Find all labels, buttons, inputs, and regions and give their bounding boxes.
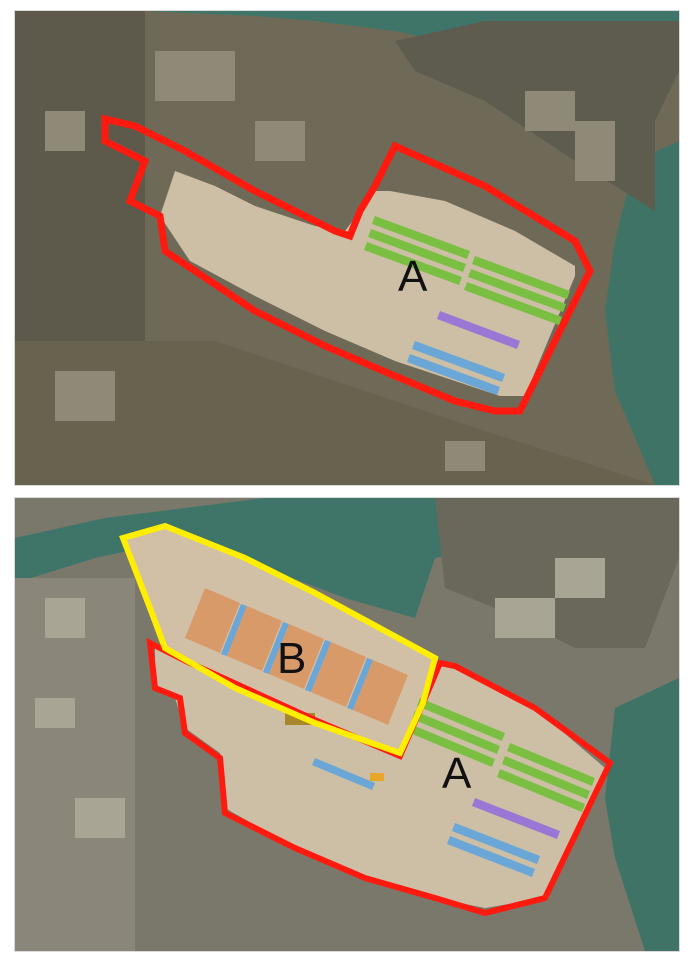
zone-a-boundary	[101, 114, 594, 415]
blue-stalls-b	[221, 604, 373, 710]
zone-a-label-2: A	[442, 749, 472, 798]
purple-stalls-2	[472, 798, 560, 839]
water-right	[605, 141, 679, 485]
industrial-left-2	[15, 578, 135, 951]
purple-stalls	[437, 311, 520, 349]
zone-b-boundary	[119, 522, 439, 757]
green-stalls-2	[407, 698, 595, 812]
buildings-2	[35, 558, 605, 838]
green-stalls	[364, 216, 570, 325]
map-after-svg: B A	[15, 498, 679, 951]
aerial-map-after: B A	[14, 497, 680, 952]
building-orange	[370, 773, 384, 781]
blue-stalls	[407, 341, 505, 395]
industrial-bottom	[15, 341, 655, 485]
aerial-map-before: A	[14, 10, 680, 486]
site-a-fill	[160, 171, 575, 396]
orange-stalls	[185, 588, 408, 725]
zone-b-label: B	[277, 634, 306, 683]
water-right-2	[605, 678, 679, 951]
blue-stalls-2	[312, 758, 540, 877]
buildings	[45, 51, 615, 471]
zone-a-label: A	[398, 252, 428, 301]
map-before-svg: A	[15, 11, 679, 485]
